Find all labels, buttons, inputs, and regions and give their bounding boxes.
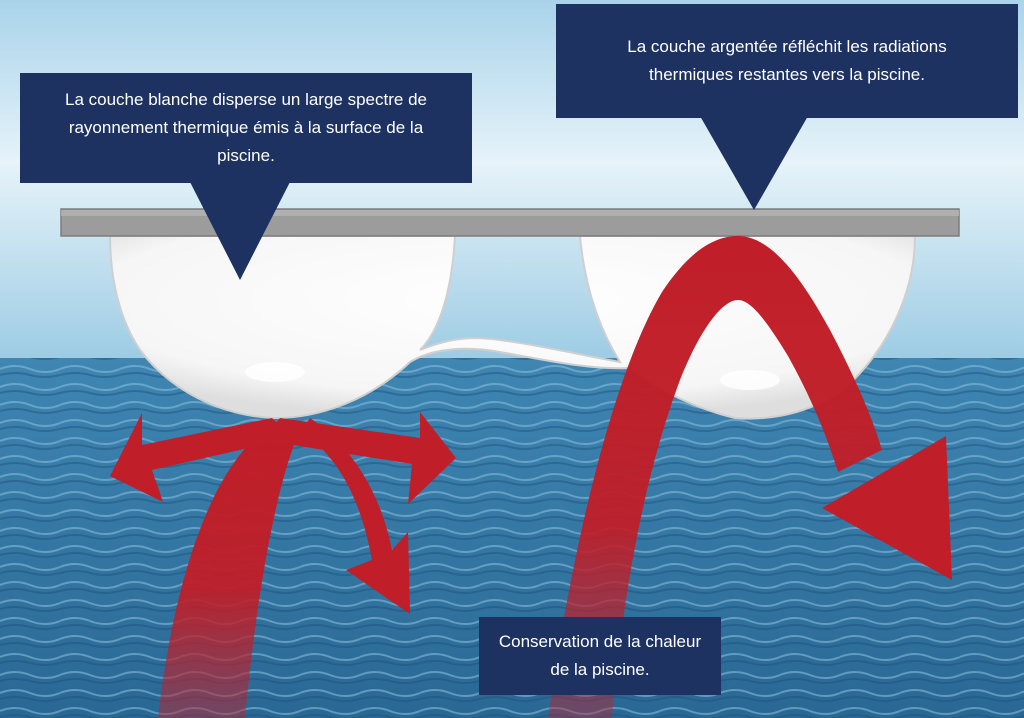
- callout-conservation: Conservation de la chaleur de la piscine…: [479, 617, 721, 695]
- callout-silver-layer-text: La couche argentée réfléchit les radiati…: [627, 37, 947, 84]
- callout-silver-box: [556, 4, 1018, 118]
- scatter-trunk-arrow: [158, 430, 300, 718]
- scatter-left-arrow: [110, 413, 292, 502]
- callout-silver-layer: La couche argentée réfléchit les radiati…: [556, 4, 1018, 118]
- callout-white-pointer: [190, 182, 290, 280]
- scatter-arrows: [110, 412, 456, 718]
- callout-silver-pointer: [700, 116, 808, 210]
- callout-conservation-text: Conservation de la chaleur de la piscine…: [498, 632, 702, 679]
- callout-white-box: [20, 73, 472, 183]
- reflection-arrow: [548, 236, 952, 718]
- callout-white-layer-text: La couche blanche disperse un large spec…: [65, 90, 427, 165]
- callout-white-layer: La couche blanche disperse un large spec…: [20, 73, 472, 183]
- scatter-down-arrow: [300, 418, 410, 614]
- callout-conservation-box: [479, 617, 721, 695]
